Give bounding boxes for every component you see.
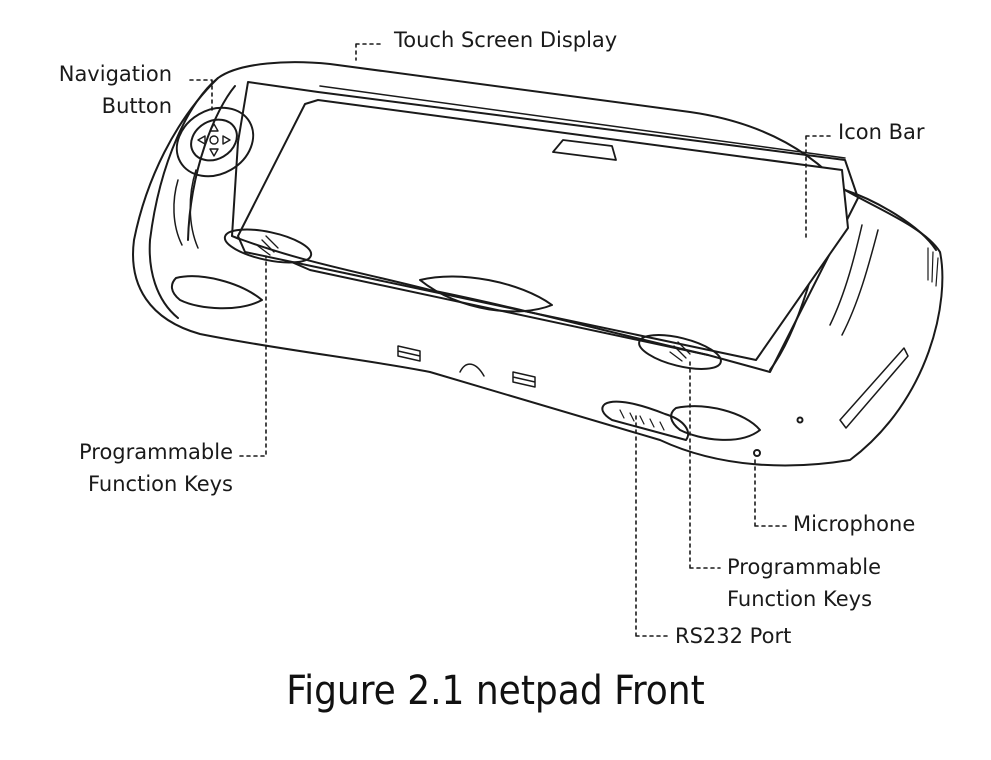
side-slot-1 [397,345,421,362]
side-slot-2 [512,371,536,388]
function-key-right-mark [669,341,691,362]
device-right-grip [829,224,879,336]
device-right-cap [844,189,937,251]
touch-screen-display [237,99,849,361]
navigation-button-housing [175,106,255,178]
leader-icon-bar [805,135,831,239]
rs232-pins [619,409,665,431]
label-microphone: Microphone [793,512,916,536]
device-left-cap-inner [187,85,236,241]
right-indicator-dot [796,416,804,424]
screen-top-rail [319,85,846,159]
center-bulge [419,275,553,313]
side-notch [459,363,485,377]
leader-microphone [754,459,787,527]
lower-left-grip [170,275,263,310]
lower-right-grip [670,405,761,441]
leader-lines [189,43,831,637]
microphone-hole [753,449,761,457]
leader-navigation [189,79,213,115]
device-body [132,61,944,467]
leader-touch-screen [355,43,383,61]
label-prog-keys-left-line2: Function Keys [87,472,233,496]
navigation-button [190,118,238,162]
device-left-cap [148,77,219,319]
function-key-right [638,334,722,370]
label-prog-keys-left-line1: Programmable [78,440,233,464]
device-speaker-grille [927,247,939,287]
function-key-left [223,228,313,264]
top-latch [552,139,617,161]
label-prog-keys-right-line1: Programmable [727,555,882,579]
function-key-left-mark [257,235,279,256]
label-navigation-line1: Navigation [58,62,172,86]
label-prog-keys-right-line2: Function Keys [727,587,873,611]
figure-caption: Figure 2.1 netpad Front [286,668,705,714]
label-navigation-line2: Button [101,94,172,118]
leader-prog-keys-right [689,359,721,569]
leader-rs232 [635,411,669,637]
navigation-arrows [197,123,231,157]
navigation-center [209,135,219,145]
right-side-connector [839,347,909,429]
label-touch-screen-display: Touch Screen Display [394,28,618,52]
device-left-grip [173,169,199,249]
rs232-port [601,400,690,441]
label-rs232-port: RS232 Port [675,624,792,648]
label-icon-bar: Icon Bar [838,120,925,144]
front-lip [231,235,709,356]
screen-bezel [231,81,859,373]
leader-prog-keys-left [239,255,267,457]
